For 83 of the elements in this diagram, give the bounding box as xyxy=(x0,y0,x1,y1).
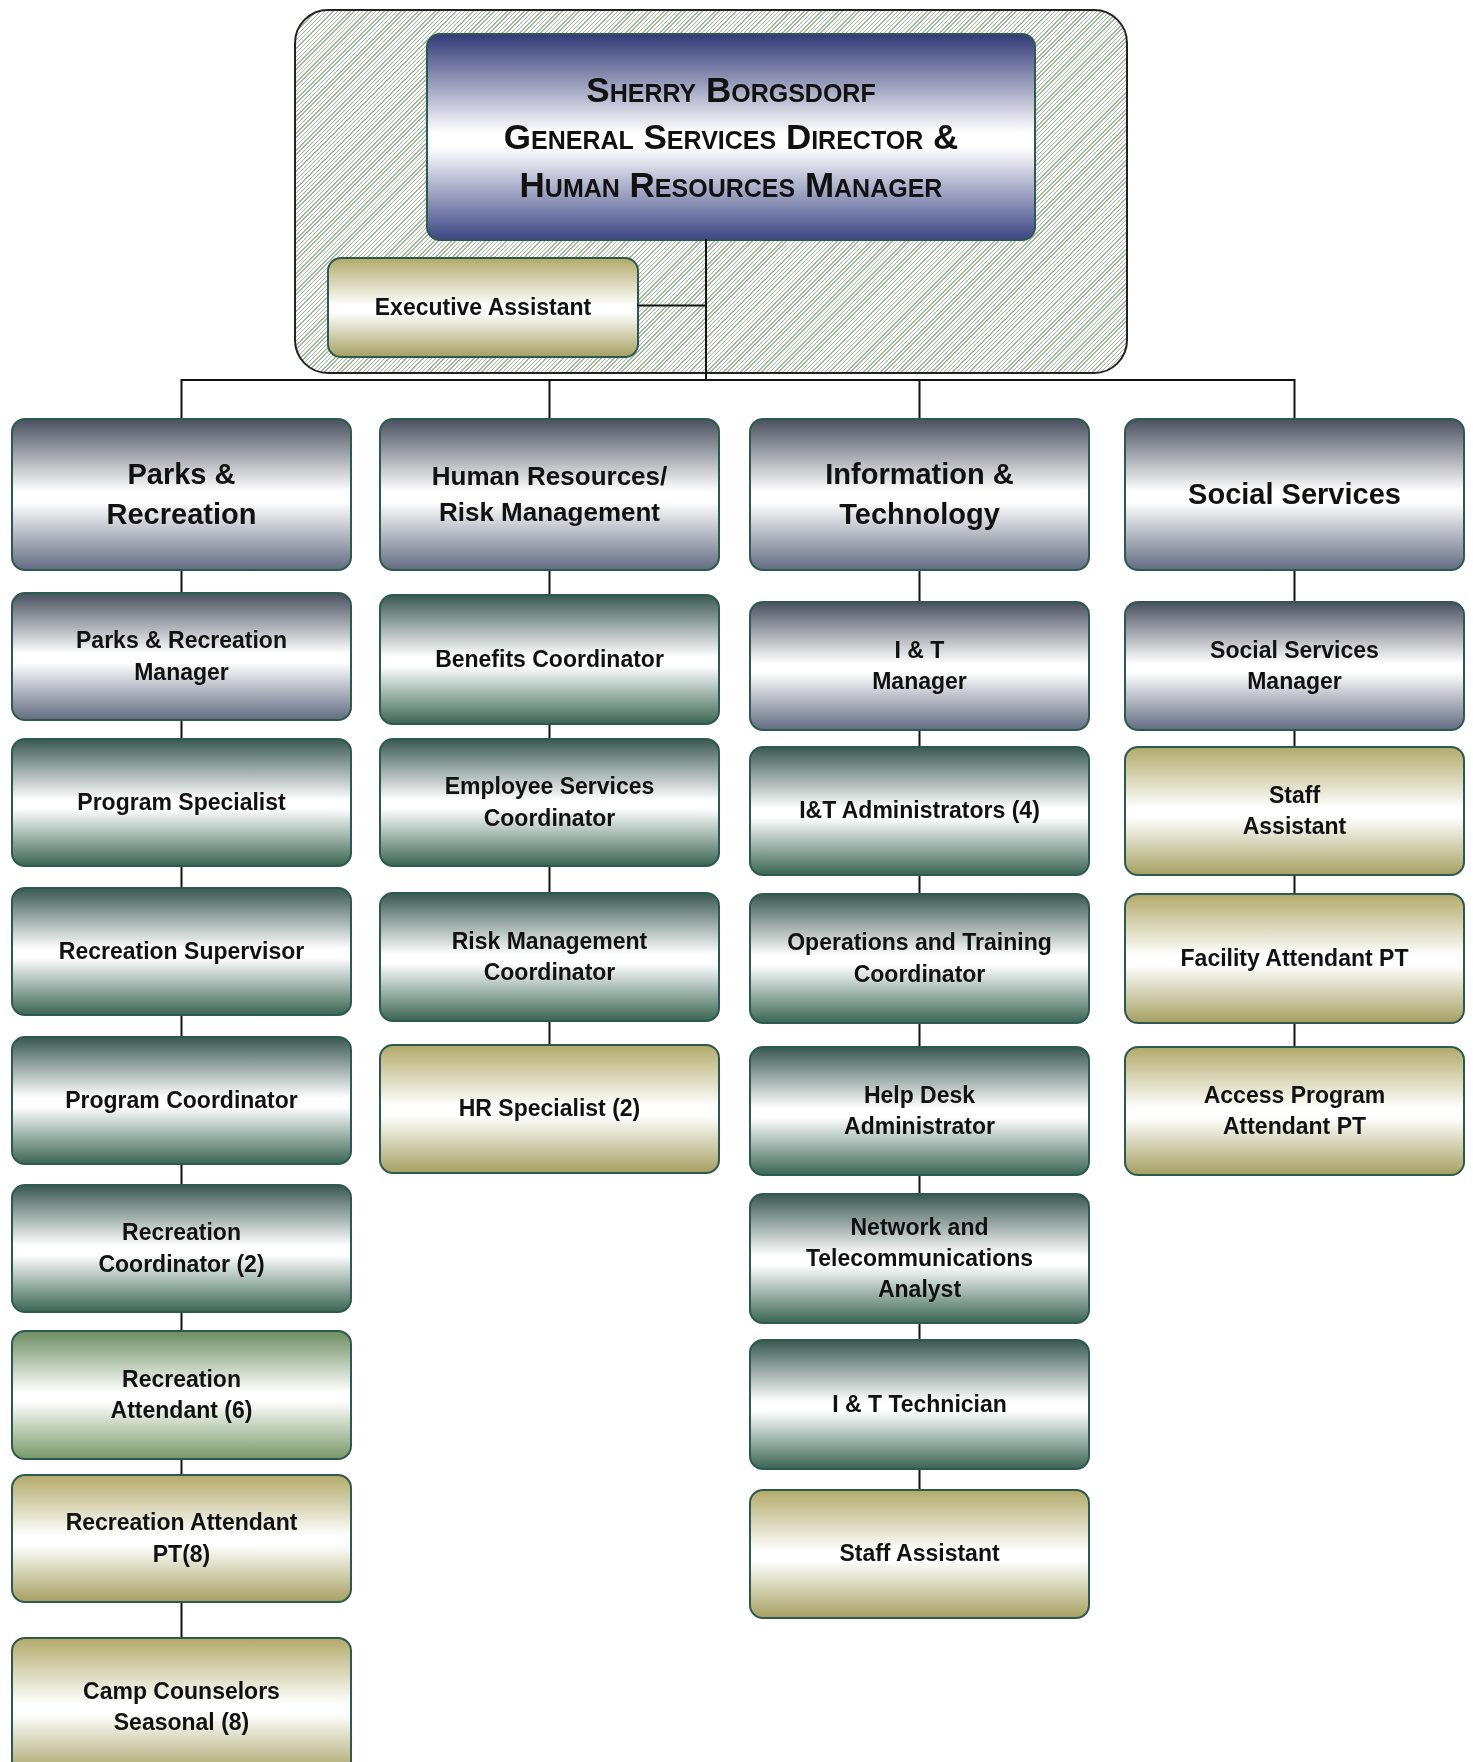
connector-line xyxy=(548,866,551,893)
position-box xyxy=(379,418,720,571)
position-title: Help Desk Administrator xyxy=(843,1080,996,1141)
position-box xyxy=(1124,893,1465,1024)
position-box xyxy=(749,418,1090,571)
connector-line xyxy=(180,1312,183,1331)
position-title: I & T Technician xyxy=(832,1389,1007,1419)
position-box xyxy=(11,1637,352,1762)
position-box xyxy=(379,892,720,1022)
position-title: Parks & Recreation xyxy=(105,457,258,532)
position-title: Recreation Attendant (6) xyxy=(109,1364,254,1425)
position-box xyxy=(11,1474,352,1603)
position-box xyxy=(749,893,1090,1024)
position-box xyxy=(749,1489,1090,1619)
position-box xyxy=(426,33,1036,241)
connector-line xyxy=(918,875,921,894)
position-title: Information & Technology xyxy=(824,457,1015,532)
position-box xyxy=(11,1330,352,1460)
position-title: General Services Director & Human Resources Manager xyxy=(502,116,960,206)
connector-line xyxy=(918,1175,921,1194)
position-box xyxy=(379,738,720,867)
position-title: Access Program Attendant PT xyxy=(1202,1080,1387,1141)
position-title: Benefits Coordinator xyxy=(435,644,664,674)
position-box xyxy=(11,738,352,867)
connector-line xyxy=(180,570,183,593)
position-title: Staff Assistant xyxy=(839,1539,1000,1569)
position-title: Program Specialist xyxy=(77,787,286,817)
position-box xyxy=(11,1036,352,1165)
position-title: HR Specialist (2) xyxy=(458,1094,641,1124)
position-title: Risk Management Coordinator xyxy=(450,926,649,987)
position-title: Parks & Recreation Manager xyxy=(75,626,288,687)
position-title: Employee Services Coordinator xyxy=(443,772,656,833)
position-box xyxy=(749,1046,1090,1176)
position-title: I & T Manager xyxy=(871,635,968,696)
position-box xyxy=(379,1044,720,1174)
position-box xyxy=(749,601,1090,731)
position-title: Sherry Borgsdorf xyxy=(586,69,876,112)
position-box xyxy=(749,1193,1090,1324)
position-box xyxy=(11,1184,352,1313)
connector-line xyxy=(180,1164,183,1185)
position-box xyxy=(1124,1046,1465,1176)
position-box xyxy=(11,592,352,721)
position-title: I&T Administrators (4) xyxy=(799,796,1040,826)
position-title: Staff Assistant xyxy=(1241,780,1348,841)
position-title: Network and Telecommunications Analyst xyxy=(804,1212,1035,1304)
connector-line xyxy=(180,1602,183,1638)
connector-line xyxy=(180,866,183,888)
connector-line xyxy=(918,1469,921,1490)
group-panel xyxy=(294,9,1128,374)
position-box xyxy=(379,594,720,725)
position-title: Recreation Supervisor xyxy=(58,936,305,966)
connector-line xyxy=(548,1021,551,1045)
position-box xyxy=(1124,746,1465,876)
position-box xyxy=(327,257,639,358)
connector-line xyxy=(548,570,551,595)
position-title: Human Resources/ Risk Management xyxy=(430,460,669,529)
connector-line xyxy=(918,730,921,747)
connector-line xyxy=(918,1023,921,1047)
connector-line xyxy=(1293,570,1296,602)
position-title: Social Services Manager xyxy=(1209,635,1380,696)
position-box xyxy=(749,1339,1090,1470)
position-box xyxy=(11,887,352,1016)
connector-line xyxy=(180,720,183,739)
position-title: Program Coordinator xyxy=(65,1085,298,1115)
position-title: Recreation Attendant PT(8) xyxy=(64,1508,299,1569)
connector-line xyxy=(548,724,551,739)
position-title: Social Services xyxy=(1188,476,1401,512)
position-title: Executive Assistant xyxy=(374,292,592,322)
connector-line xyxy=(1293,1023,1296,1047)
position-box xyxy=(11,418,352,571)
position-title: Camp Counselors Seasonal (8) xyxy=(82,1676,281,1737)
connector-line xyxy=(918,1323,921,1340)
connector-line xyxy=(180,1015,183,1037)
position-box xyxy=(1124,418,1465,571)
connector-line xyxy=(918,570,921,602)
position-title: Facility Attendant PT xyxy=(1180,943,1409,973)
position-box xyxy=(1124,601,1465,731)
connector-line xyxy=(1293,875,1296,894)
connector-line xyxy=(1293,730,1296,747)
connector-line xyxy=(180,1459,183,1475)
position-title: Recreation Coordinator (2) xyxy=(97,1218,266,1279)
position-title: Operations and Training Coordinator xyxy=(786,928,1053,989)
position-box xyxy=(749,746,1090,876)
